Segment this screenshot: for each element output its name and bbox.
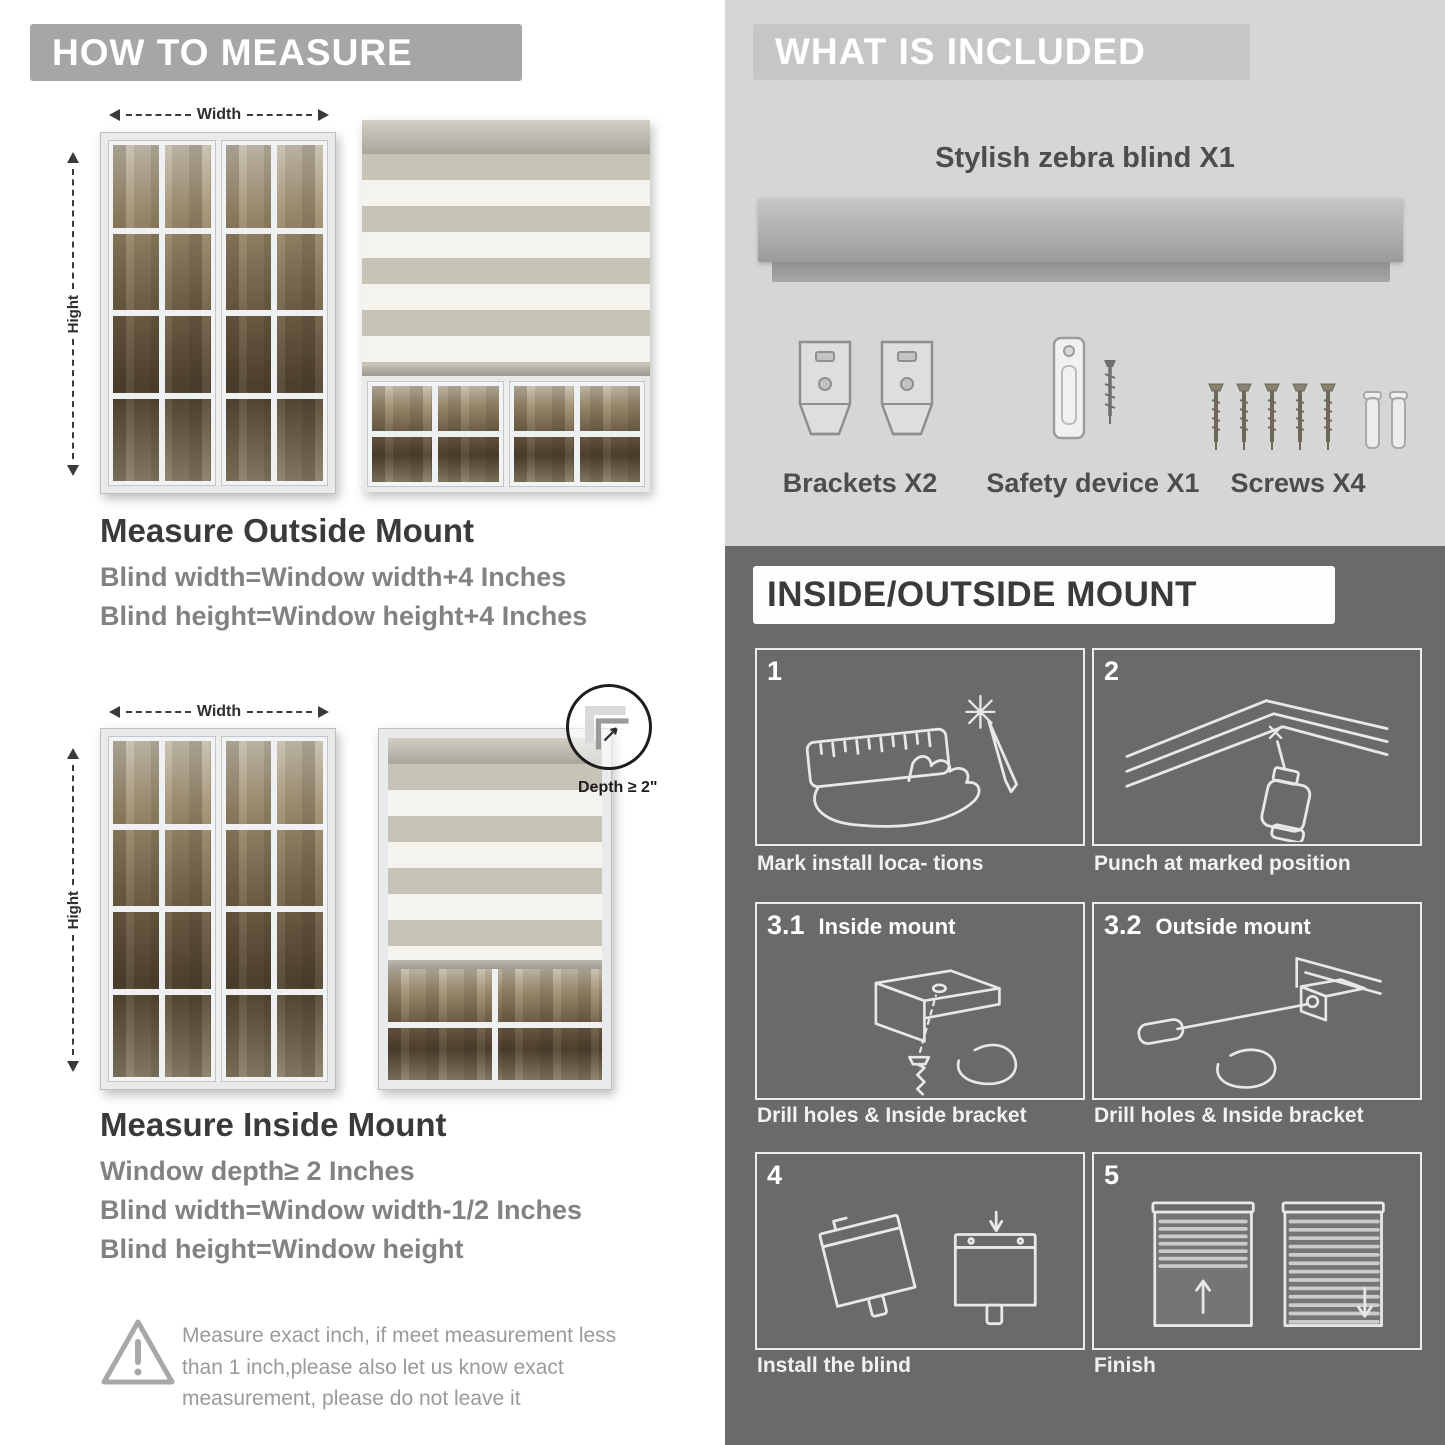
outside-bracket-illustration	[1137, 957, 1382, 1089]
step-number: 3.2	[1104, 910, 1142, 940]
install-blind-illustration	[818, 1210, 1037, 1326]
step-caption-4: Install the blind	[757, 1354, 912, 1377]
how-to-measure-header: HOW TO MEASURE	[30, 24, 522, 81]
width-arrow-inside: Width	[103, 703, 335, 721]
height-label: Hight	[64, 890, 82, 930]
step-caption-3-1: Drill holes & Inside bracket	[757, 1104, 1027, 1127]
step-title: Inside mount	[818, 914, 956, 939]
step-number: 5	[1104, 1160, 1120, 1190]
width-label: Width	[196, 703, 242, 720]
step-panel-4: 4	[755, 1152, 1085, 1350]
outside-mount-line-2: Blind height=Window height+4 Inches	[100, 601, 588, 631]
blind-bottom-rail	[388, 960, 602, 969]
window-corner-icon	[585, 706, 629, 750]
finish-illustration	[1151, 1201, 1385, 1327]
blind-bottom-rail	[362, 366, 650, 376]
blind-valance	[362, 120, 650, 154]
outside-mount-title: Measure Outside Mount	[100, 512, 475, 549]
brackets-label: Brackets X2	[782, 468, 938, 498]
inside-mount-line-3: Blind height=Window height	[100, 1234, 464, 1264]
drill-ceiling-illustration	[1125, 699, 1389, 842]
window-below-blind	[362, 376, 650, 492]
step-number: 3.1	[767, 910, 805, 940]
wall-anchors-image	[1363, 391, 1408, 449]
height-label: Hight	[64, 294, 82, 334]
arrow-left-icon	[103, 706, 120, 718]
step-caption-1: Mark install loca- tions	[757, 852, 984, 875]
inside-mount-line-2: Blind width=Window width-1/2 Inches	[100, 1195, 583, 1225]
window-photo-outside	[100, 132, 336, 494]
arrow-right-icon	[318, 109, 335, 121]
screws-image	[1208, 383, 1336, 450]
blind-stripes	[362, 154, 650, 366]
blind-valance	[388, 738, 602, 764]
inside-mount-title: Measure Inside Mount	[100, 1106, 447, 1143]
warning-text: Measure exact inch, if meet measurement …	[182, 1324, 617, 1410]
depth-label: Depth ≥ 2"	[578, 779, 658, 796]
step-panel-3-1: 3.1 Inside mount	[755, 902, 1085, 1100]
step-title: Outside mount	[1155, 914, 1311, 939]
bracket-icon	[798, 340, 852, 436]
outside-mount-line-1: Blind width=Window width+4 Inches	[100, 562, 567, 592]
brackets-image	[792, 338, 940, 442]
what-is-included-header: WHAT IS INCLUDED	[753, 24, 1250, 80]
window-below-blind	[388, 969, 602, 1080]
window-sash	[109, 737, 215, 1081]
step-number: 4	[767, 1160, 783, 1190]
step-number: 2	[1104, 656, 1120, 686]
bracket-icon	[880, 340, 934, 436]
arrow-down-icon	[67, 1061, 79, 1078]
step-number: 1	[767, 656, 783, 686]
window-sash	[221, 737, 327, 1081]
step-caption-5: Finish	[1094, 1354, 1156, 1377]
step-panel-5: 5	[1092, 1152, 1422, 1350]
step-panel-1: 1	[755, 648, 1085, 846]
screws-label: Screws X4	[1230, 468, 1366, 498]
depth-callout-circle	[566, 684, 652, 770]
blind-headrail-image	[758, 198, 1403, 262]
arrow-left-icon	[103, 109, 120, 121]
step-caption-2: Punch at marked position	[1094, 852, 1351, 875]
arrow-up-icon	[67, 742, 79, 759]
window-sash	[109, 141, 215, 485]
inside-mount-line-1: Window depth≥ 2 Inches	[100, 1156, 415, 1186]
step-caption-3-2: Drill holes & Inside bracket	[1094, 1104, 1364, 1127]
safety-device-label: Safety device X1	[986, 468, 1200, 498]
zebra-blind-outside-mount	[362, 120, 650, 492]
blind-headrail-lip	[772, 262, 1390, 282]
blind-stripes	[388, 764, 602, 960]
height-arrow-inside: Hight	[64, 742, 82, 1078]
arrow-up-icon	[67, 146, 79, 163]
safety-device-image	[1052, 336, 1116, 440]
step-panel-3-2: 3.2 Outside mount	[1092, 902, 1422, 1100]
arrow-down-icon	[67, 465, 79, 482]
step-panel-2: 2	[1092, 648, 1422, 846]
zebra-blind-item-label: Stylish zebra blind X1	[935, 142, 1235, 174]
inside-bracket-illustration	[874, 969, 1018, 1096]
inside-outside-mount-header: INSIDE/OUTSIDE MOUNT	[753, 566, 1335, 624]
arrow-right-icon	[318, 706, 335, 718]
width-arrow-outside: Width	[103, 106, 335, 124]
zebra-blind-inside-mount	[378, 728, 612, 1090]
window-photo-inside	[100, 728, 336, 1090]
width-label: Width	[196, 106, 242, 123]
mark-location-illustration	[805, 694, 1019, 828]
window-sash	[221, 141, 327, 485]
height-arrow-outside: Hight	[64, 146, 82, 482]
warning-icon	[101, 1319, 175, 1385]
